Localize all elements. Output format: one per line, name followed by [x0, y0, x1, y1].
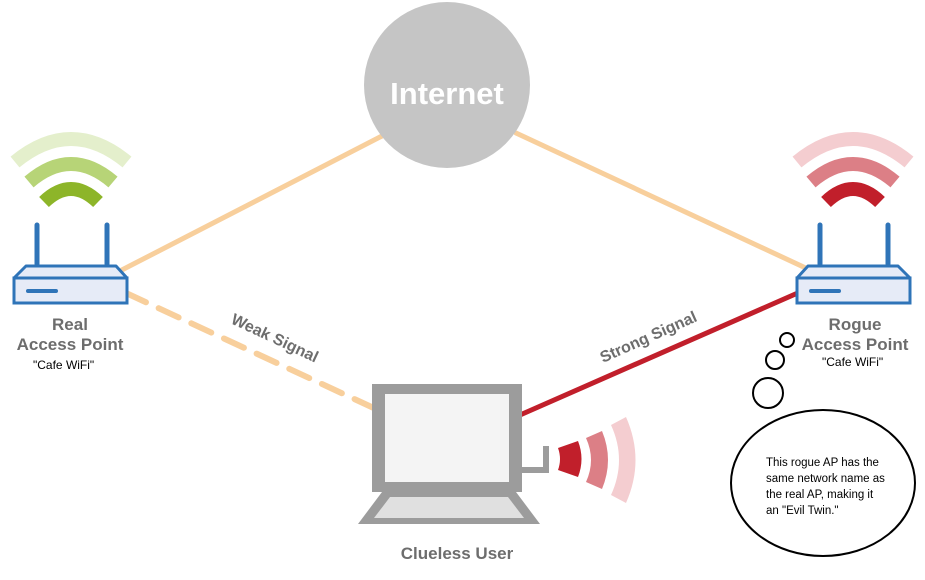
rogue-ap-title-line2: Access Point: [802, 335, 909, 354]
real-wifi-arc-inner: [39, 182, 103, 208]
real-access-point: Real Access Point "Cafe WiFi": [10, 132, 132, 372]
laptop-dongle: [520, 446, 549, 473]
rogue-ap-ssid: "Cafe WiFi": [822, 355, 883, 369]
strong-signal-link: [517, 289, 803, 418]
rogue-ap-internet-link: [513, 130, 813, 273]
real-wifi-arc-middle: [24, 157, 118, 188]
thought-cloud: [730, 409, 916, 557]
clueless-user-label: Clueless User: [401, 544, 514, 563]
thought-text-line4: an "Evil Twin.": [766, 505, 839, 517]
thought-dot-small: [779, 332, 795, 348]
real-ap-title-line1: Real: [52, 315, 88, 334]
real-ap-title-line2: Access Point: [17, 335, 124, 354]
rogue-wifi-icon: [792, 132, 914, 208]
internet-label: Internet: [390, 76, 504, 111]
rogue-router-icon: [795, 222, 912, 305]
rogue-wifi-arc-outer: [792, 132, 914, 168]
real-wifi-arc-outer: [10, 132, 132, 168]
laptop-screen: [385, 394, 509, 482]
laptop-icon: [358, 384, 549, 524]
real-wifi-icon: [10, 132, 132, 208]
rogue-wifi-arc-middle: [806, 157, 900, 188]
rogue-ap-title-line1: Rogue: [829, 315, 882, 334]
laptop-signal-wave-inner: [558, 441, 582, 477]
laptop-signal-wave-middle: [586, 431, 608, 489]
rogue-router-top: [795, 264, 912, 280]
laptop-keyboard: [374, 497, 524, 518]
real-router-icon: [12, 222, 129, 305]
weak-signal-label: Weak Signal: [228, 311, 320, 366]
thought-text-line2: same network name as: [766, 473, 885, 485]
laptop-signal-icon: [558, 417, 636, 503]
real-ap-internet-link: [115, 133, 385, 275]
rogue-wifi-arc-inner: [821, 182, 885, 208]
laptop-signal-wave-outer: [611, 417, 636, 503]
thought-dot-medium: [765, 350, 785, 370]
thought-dot-large: [752, 377, 784, 409]
weak-signal-link: [123, 290, 381, 413]
thought-bubble: This rogue AP has the same network name …: [730, 332, 916, 557]
thought-text-line3: the real AP, making it: [766, 489, 874, 501]
real-router-top: [12, 264, 129, 280]
thought-text-line1: This rogue AP has the: [766, 457, 879, 469]
internet-circle: [364, 2, 530, 168]
internet-node: Internet: [364, 2, 530, 168]
rogue-access-point: Rogue Access Point "Cafe WiFi": [792, 132, 914, 369]
real-ap-ssid: "Cafe WiFi": [33, 358, 94, 372]
